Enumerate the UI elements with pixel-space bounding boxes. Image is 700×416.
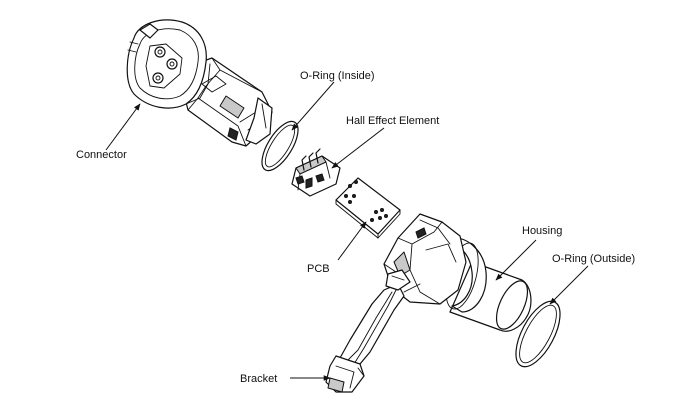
label-o-ring-outside: O-Ring (Outside) [552, 253, 635, 265]
label-o-ring-inside: O-Ring (Inside) [300, 70, 375, 82]
label-connector: Connector [76, 149, 127, 161]
label-bracket: Bracket [240, 373, 277, 385]
leader-o-ring-inside [291, 81, 335, 131]
hall-effect-element-part [291, 148, 341, 197]
label-housing: Housing [522, 225, 562, 237]
pcb-part [335, 177, 401, 239]
leader-connector [105, 103, 141, 151]
connector-part [126, 19, 273, 147]
label-pcb: PCB [307, 263, 330, 275]
leader-housing [495, 239, 537, 281]
leader-o-ring-outside [549, 265, 589, 305]
labels: Connector O-Ring (Inside) Hall Effect El… [76, 70, 635, 385]
label-hall-effect-element: Hall Effect Element [346, 115, 439, 127]
housing-part [383, 213, 532, 332]
bracket-part [325, 269, 411, 393]
leader-hall-effect [331, 127, 385, 169]
leader-pcb [337, 221, 367, 261]
leader-lines [105, 81, 589, 381]
